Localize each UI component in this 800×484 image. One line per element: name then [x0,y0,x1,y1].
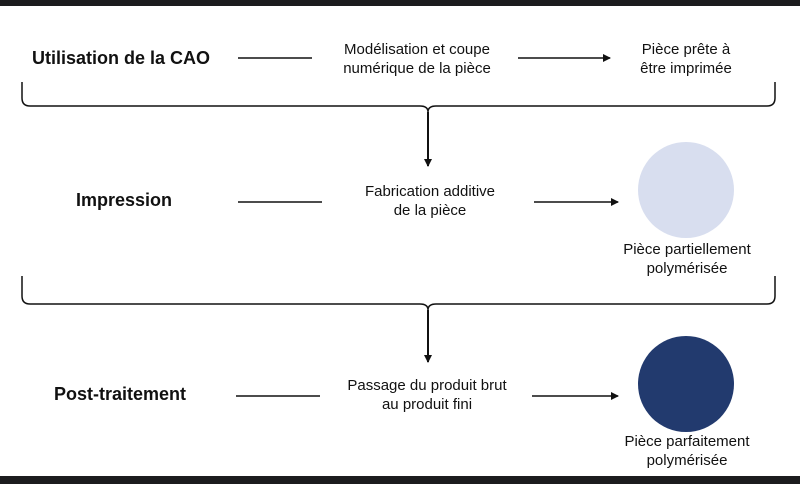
partially-cured-part-circle [638,142,734,238]
process-text-post-traitement: Passage du produit brut au produit fini [347,377,507,413]
process-text-cao: Modélisation et coupe numérique de la pi… [343,41,491,77]
process-text-impression: Fabrication additive de la pièce [364,183,496,219]
stage-label-impression: Impression [76,190,173,210]
brace-1 [21,82,776,113]
result-text-post-traitement: Pièce parfaitement polymérisée [624,433,750,469]
connector-lines [21,54,776,400]
stage-label-cao: Utilisation de la CAO [32,48,211,68]
brace-2 [21,276,776,311]
stage-label-post-traitement: Post-traitement [54,384,187,404]
diagram-canvas: Utilisation de la CAO Modélisation et co… [0,6,800,476]
result-text-impression: Pièce partiellement polymérisée [623,241,751,277]
result-text-cao: Pièce prête à être imprimée [640,41,732,77]
fully-cured-part-circle [638,336,734,432]
